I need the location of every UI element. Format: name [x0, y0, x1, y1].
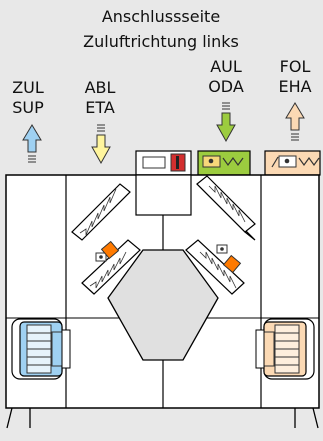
arrow-up-icon-exhaust	[285, 102, 305, 141]
arrow-up-icon-supply	[22, 124, 42, 163]
port-sublabel-eta: ETA	[85, 98, 115, 117]
arrow-down-icon-extract	[91, 124, 111, 165]
port-sublabel-sup: SUP	[12, 98, 44, 117]
filter-extract-diagonal	[81, 239, 141, 295]
port-label-abl: ABL	[85, 78, 116, 97]
filter-upper-right	[196, 175, 256, 241]
port-sublabel-eha: EHA	[278, 77, 311, 96]
port-label-fol: FOL	[280, 57, 311, 76]
control-box	[135, 150, 192, 176]
outdoor-air-connector	[197, 150, 251, 176]
filter-upper-left	[71, 183, 131, 241]
fan-exhaust-icon	[255, 318, 315, 380]
port-sublabel-oda: ODA	[208, 77, 244, 96]
arrow-down-icon-outdoor	[216, 102, 236, 143]
header-line-2: Zuluftrichtung links	[83, 32, 239, 51]
exhaust-air-connector	[264, 150, 321, 176]
header-line-1: Anschlussseite	[102, 7, 220, 26]
heat-exchanger	[107, 249, 219, 361]
port-label-aul: AUL	[210, 57, 242, 76]
port-label-zul: ZUL	[12, 78, 44, 97]
fan-supply-icon	[11, 318, 71, 380]
filter-outdoor-diagonal	[185, 239, 245, 295]
unit-feet	[6, 407, 319, 429]
